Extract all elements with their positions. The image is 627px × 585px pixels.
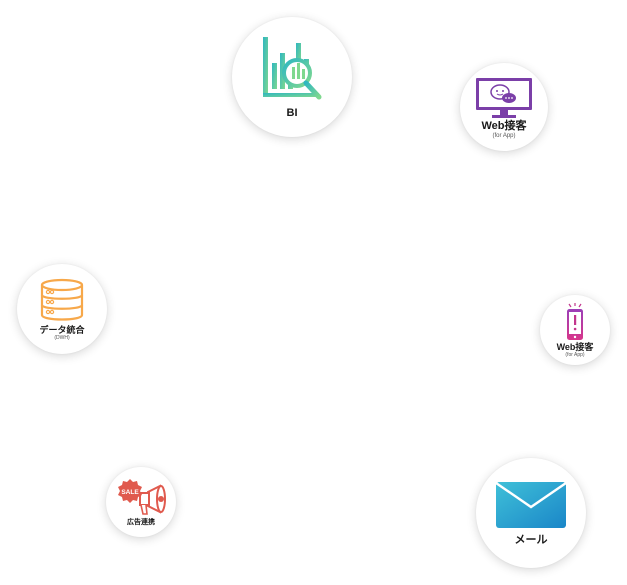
sale-megaphone-icon: SALE bbox=[118, 479, 166, 515]
ad-node[interactable]: SALE 広告連携 bbox=[106, 467, 176, 537]
data-integration-node[interactable]: データ統合 (DWH) bbox=[17, 264, 107, 354]
bi-label: BI bbox=[286, 107, 298, 119]
sale-badge-text: SALE bbox=[121, 489, 139, 496]
database-icon bbox=[40, 278, 84, 321]
web-mobile-label: Web接客 bbox=[556, 342, 594, 352]
web-desktop-label: Web接客 bbox=[481, 119, 527, 132]
web-desktop-node[interactable]: Web接客 (for App) bbox=[460, 63, 548, 151]
envelope-icon bbox=[495, 481, 567, 528]
data-integration-sub: (DWH) bbox=[54, 335, 70, 341]
monitor-chat-icon bbox=[476, 77, 532, 118]
mail-node[interactable]: メール bbox=[476, 458, 586, 568]
web-mobile-node[interactable]: Web接客 (for App) bbox=[540, 295, 610, 365]
web-desktop-sub: (for App) bbox=[492, 132, 516, 139]
smartphone-alert-icon bbox=[567, 303, 583, 340]
mail-label: メール bbox=[514, 533, 548, 546]
bar-chart-magnifier-icon bbox=[263, 37, 322, 100]
web-mobile-sub: (for App) bbox=[565, 352, 585, 358]
ad-label: 広告連携 bbox=[127, 519, 155, 526]
data-integration-label: データ統合 bbox=[39, 325, 85, 335]
bi-node[interactable]: BI bbox=[232, 17, 352, 137]
